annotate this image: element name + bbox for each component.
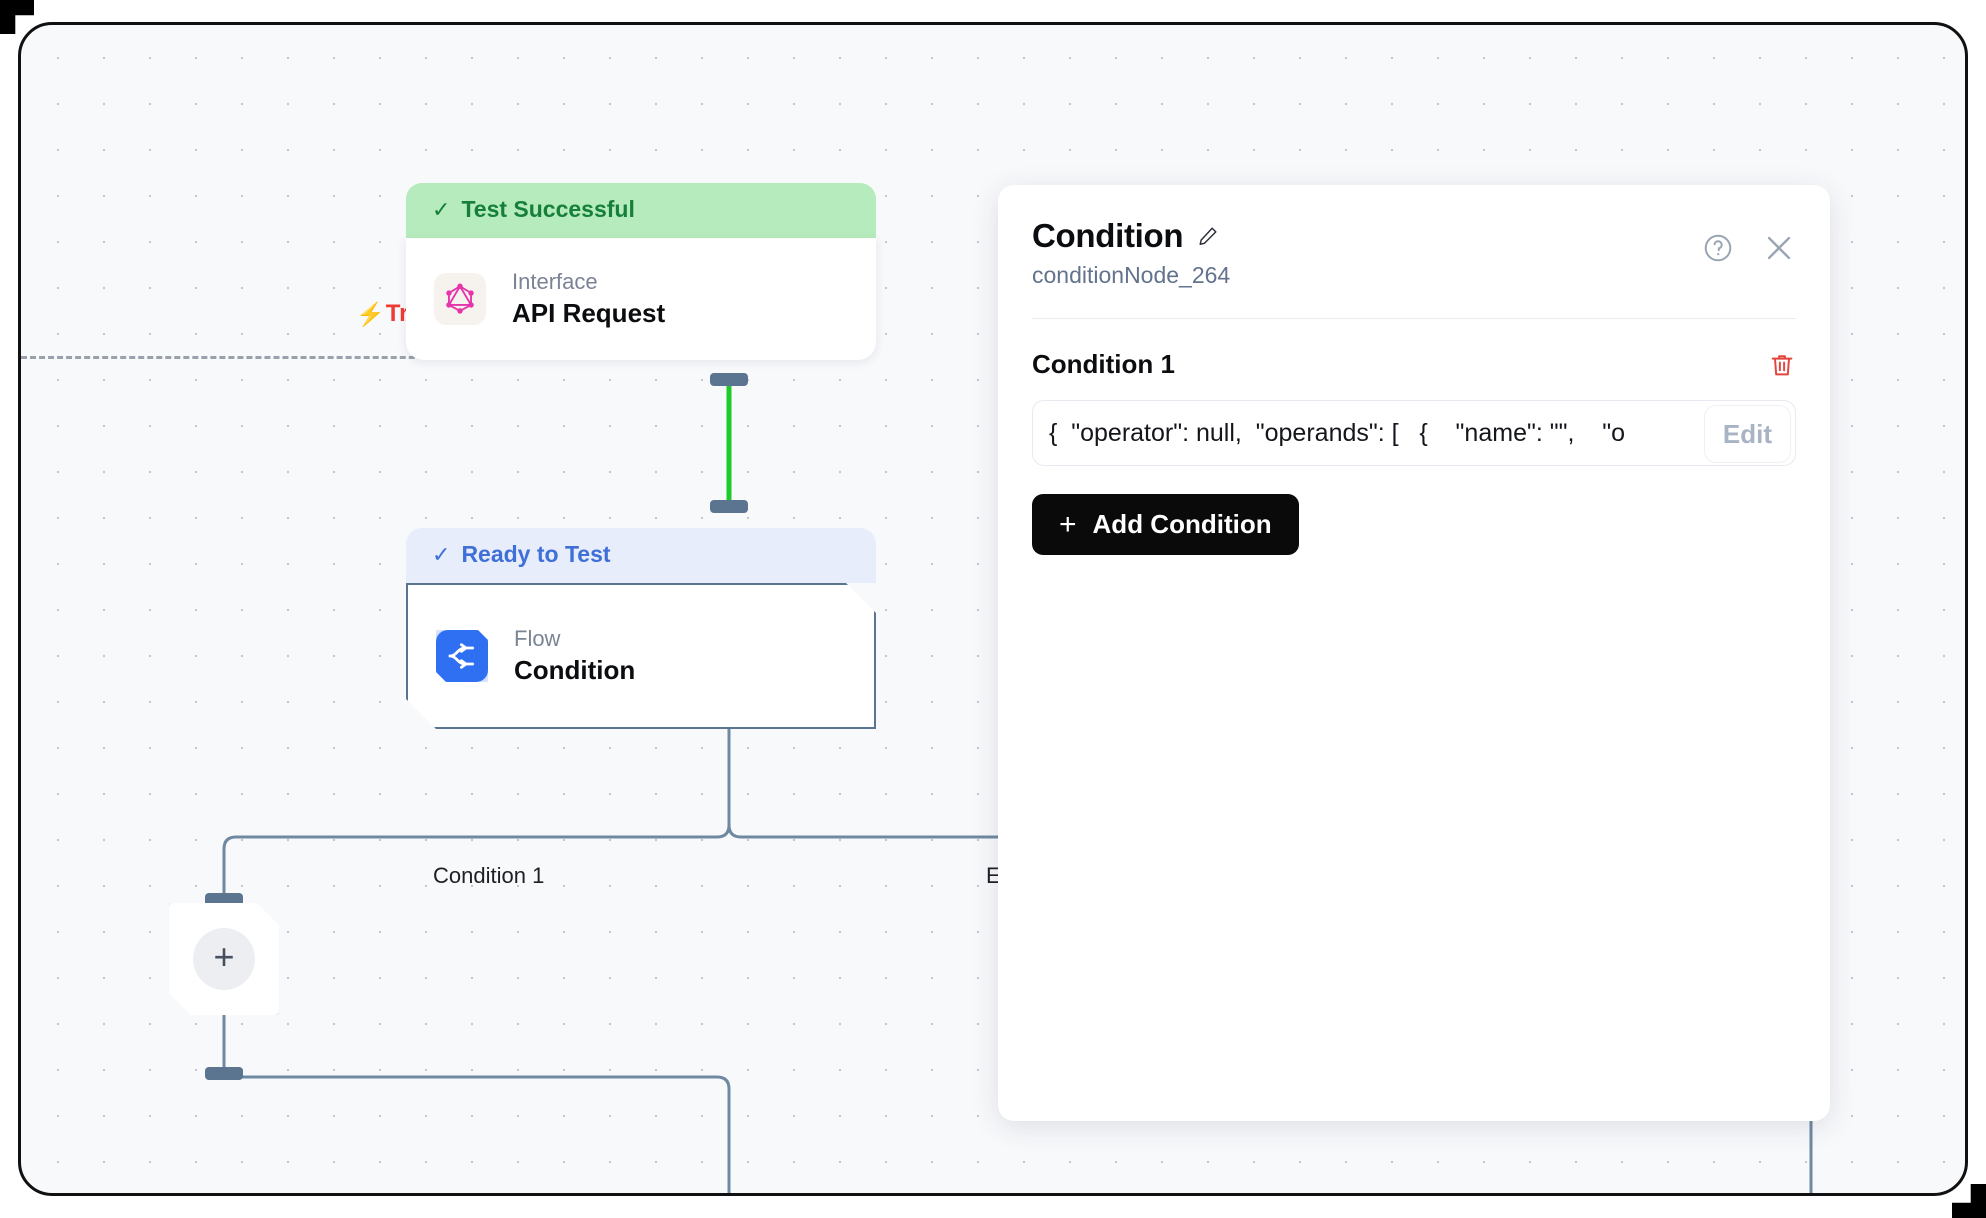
handle-api-source[interactable]	[710, 373, 748, 386]
node-api-request[interactable]: ✓ Test Successful	[406, 183, 876, 360]
add-condition-label: Add Condition	[1092, 509, 1272, 539]
panel-header: Condition conditionNode_264	[1032, 217, 1796, 289]
node-title: API Request	[512, 298, 666, 328]
edge-plus-to-merge	[222, 937, 731, 1193]
check-icon: ✓	[432, 196, 451, 222]
panel-divider	[1032, 318, 1796, 319]
handle-condition-target[interactable]	[710, 500, 748, 513]
edit-button[interactable]: Edit	[1703, 405, 1791, 463]
condition-label: Condition 1	[1032, 349, 1175, 379]
node-kicker: Interface	[512, 269, 598, 294]
trash-icon[interactable]	[1768, 351, 1796, 379]
trigger-dashed-line	[21, 356, 541, 359]
node-api-request-body[interactable]: Interface API Request	[406, 238, 876, 360]
close-icon[interactable]	[1762, 231, 1796, 265]
add-condition-button[interactable]: + Add Condition	[1032, 494, 1299, 555]
edge-label-else: E	[986, 863, 1001, 888]
add-node-button[interactable]: +	[169, 903, 279, 1015]
pencil-icon[interactable]	[1197, 225, 1219, 247]
node-api-request-texts: Interface API Request	[512, 269, 665, 329]
condition-row-header: Condition 1	[1032, 349, 1796, 380]
condition-value-input[interactable]: { "operator": null, "operands": [ { "nam…	[1032, 400, 1796, 466]
node-condition-body[interactable]: Flow Condition	[406, 583, 876, 729]
node-kicker: Flow	[514, 626, 561, 651]
page-title: Condition	[1032, 217, 1184, 254]
edge-label-condition-1: Condition 1	[433, 863, 545, 888]
question-circle-icon[interactable]	[1702, 232, 1734, 264]
check-icon: ✓	[432, 541, 451, 567]
node-status-ready-to-test: ✓ Ready to Test	[406, 528, 876, 583]
plus-icon[interactable]: +	[193, 928, 255, 990]
condition-properties-panel[interactable]: Condition conditionNode_264	[998, 185, 1830, 1121]
corner-bracket-top-left	[0, 0, 34, 34]
condition-value-text: { "operator": null, "operands": [ { "nam…	[1049, 418, 1625, 447]
branch-arrow-icon	[436, 630, 488, 682]
node-condition-texts: Flow Condition	[514, 626, 635, 686]
corner-bracket-bottom-right	[1952, 1184, 1986, 1218]
graphql-icon	[434, 273, 486, 325]
node-condition[interactable]: ✓ Ready to Test Flow Condition	[406, 528, 876, 729]
panel-subtitle: conditionNode_264	[1032, 262, 1231, 288]
panel-actions	[1702, 231, 1796, 265]
node-status-label: Ready to Test	[461, 541, 611, 567]
plus-icon: +	[1059, 507, 1077, 541]
handle-plus-source[interactable]	[205, 1067, 243, 1080]
panel-title-row: Condition	[1032, 217, 1796, 255]
node-title: Condition	[514, 655, 636, 685]
node-status-label: Test Successful	[461, 196, 635, 222]
node-status-test-successful: ✓ Test Successful	[406, 183, 876, 238]
lightning-bolt-icon: ⚡	[356, 300, 385, 327]
